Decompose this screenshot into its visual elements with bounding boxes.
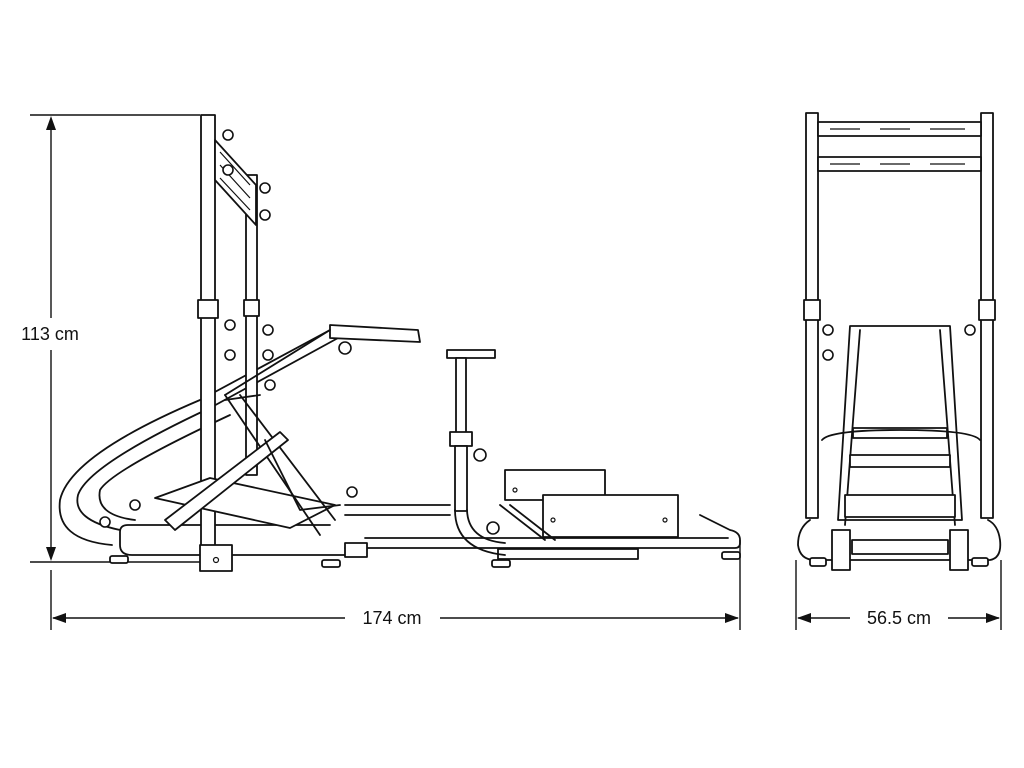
- length-dimension: 174 cm: [50, 540, 741, 630]
- length-label: 174 cm: [362, 608, 421, 628]
- height-label: 113 cm: [21, 324, 79, 344]
- side-knobs: [99, 129, 500, 535]
- height-dimension: 113 cm: [21, 114, 200, 563]
- side-view: [58, 114, 741, 572]
- front-view: [797, 112, 1002, 571]
- side-feet: [109, 551, 741, 568]
- width-dimension: 56.5 cm: [795, 560, 1002, 630]
- width-label: 56.5 cm: [867, 608, 931, 628]
